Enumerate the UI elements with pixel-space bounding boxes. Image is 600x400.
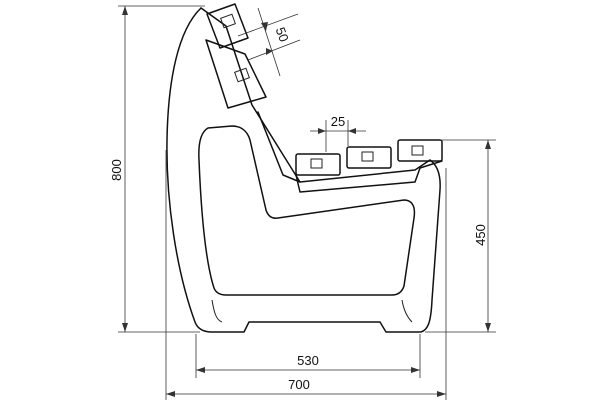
seat-height-label: 450	[473, 224, 488, 246]
backrest-frame-inner	[257, 111, 301, 183]
backrest-frame	[200, 7, 431, 183]
seat-gap-label: 25	[331, 114, 345, 129]
dimension-seat-gap: 25	[310, 114, 366, 152]
frame-inner-edge	[211, 299, 223, 323]
backrest-slat-bottom	[205, 39, 267, 109]
seat-slat-3	[397, 139, 443, 162]
seat-slat-2	[346, 146, 392, 169]
dimension-backrest-gap: 50	[237, 7, 301, 77]
dimension-leg-span: 530	[195, 334, 421, 378]
backrest-gap-label: 50	[273, 25, 292, 44]
frame-inner-edge-right	[401, 299, 413, 323]
side-frame-inner-cutout	[198, 125, 416, 296]
seat-slat-1	[295, 153, 341, 176]
side-frame-outline	[166, 7, 441, 333]
overall-width-label: 700	[288, 377, 310, 392]
height-label: 800	[109, 159, 124, 181]
dimension-seat-height: 450	[425, 139, 496, 333]
seat-support	[295, 160, 443, 193]
dimension-overall-width: 700	[165, 150, 447, 400]
dimension-overall-height: 800	[109, 5, 205, 333]
leg-span-label: 530	[297, 353, 319, 368]
backrest-slat-top	[206, 3, 249, 49]
